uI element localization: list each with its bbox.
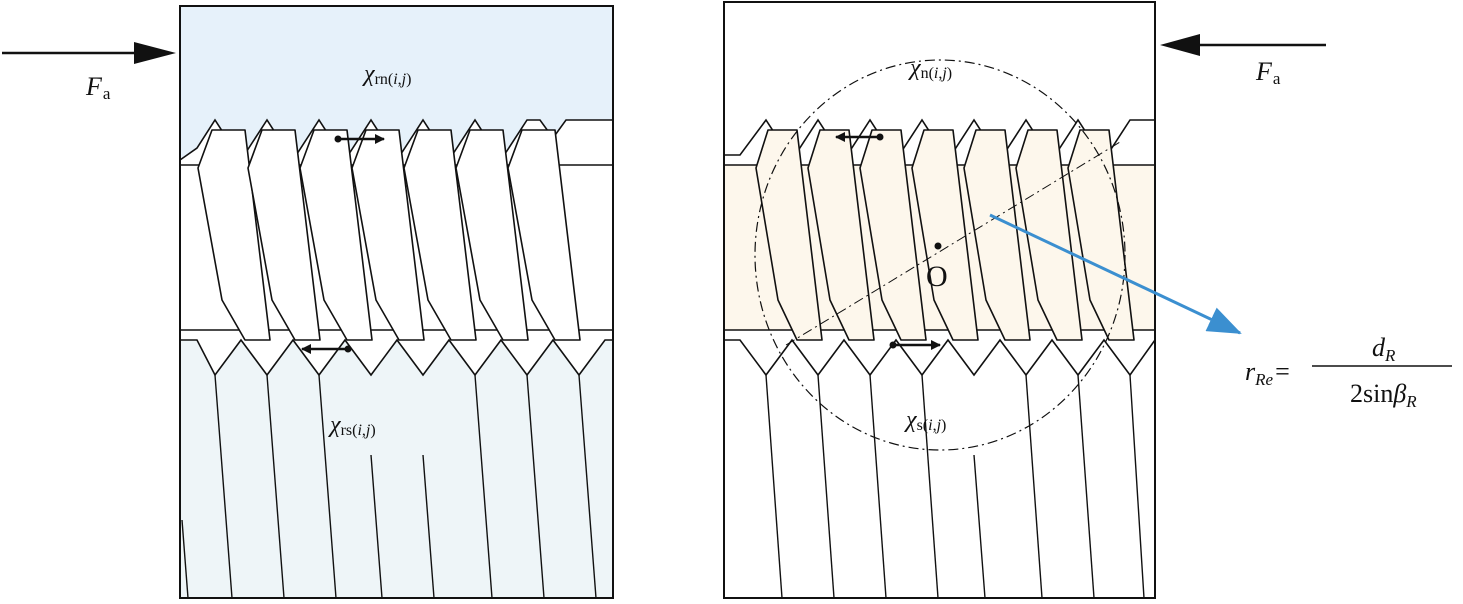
left-screw-region xyxy=(180,340,613,598)
left-nut-region xyxy=(180,6,613,160)
left-force-arrow xyxy=(2,42,176,64)
roller-axis-line xyxy=(785,141,1121,346)
left-screw-lower-threads xyxy=(181,374,597,599)
right-screw-lower-threads xyxy=(765,374,1145,599)
right-nut-direction-arrow xyxy=(835,132,884,142)
left-panel-frame xyxy=(179,5,614,599)
left-nut-direction-arrow xyxy=(334,134,385,144)
right-force-arrow xyxy=(1160,34,1326,56)
right-nut-label: χn(i,j) xyxy=(908,55,952,82)
roller-outline-circle xyxy=(754,59,1126,451)
roller-center-dot xyxy=(934,242,942,250)
radius-pointer-arrow xyxy=(989,213,1242,335)
left-nut-label: χrn(i,j) xyxy=(362,61,411,88)
right-panel: O Fa χn(i,j) χs(i,j) xyxy=(723,1,1326,599)
left-force-label: Fa xyxy=(85,72,111,103)
right-screw-label: χs(i,j) xyxy=(904,407,946,434)
left-screw-direction-arrow xyxy=(301,344,352,354)
left-screw-label: χrs(i,j) xyxy=(328,412,376,439)
left-panel: Fa χrn(i,j) χrs(i,j) xyxy=(2,5,614,599)
right-panel-frame xyxy=(723,1,1156,599)
left-roller-threads xyxy=(197,129,581,341)
left-screw-thread-profile xyxy=(180,338,613,377)
right-force-label: Fa xyxy=(1255,57,1281,88)
equivalent-radius-formula: rRe= dR 2sinβR xyxy=(1245,333,1452,411)
formula-numerator: dR xyxy=(1372,333,1396,365)
formula-lhs: rRe= xyxy=(1245,357,1290,389)
right-screw-thread-profile xyxy=(724,338,1156,377)
right-screw-direction-arrow xyxy=(889,340,941,350)
formula-denominator: 2sinβR xyxy=(1350,379,1417,411)
roller-center-label: O xyxy=(926,260,948,293)
right-roller-threads xyxy=(755,129,1135,341)
